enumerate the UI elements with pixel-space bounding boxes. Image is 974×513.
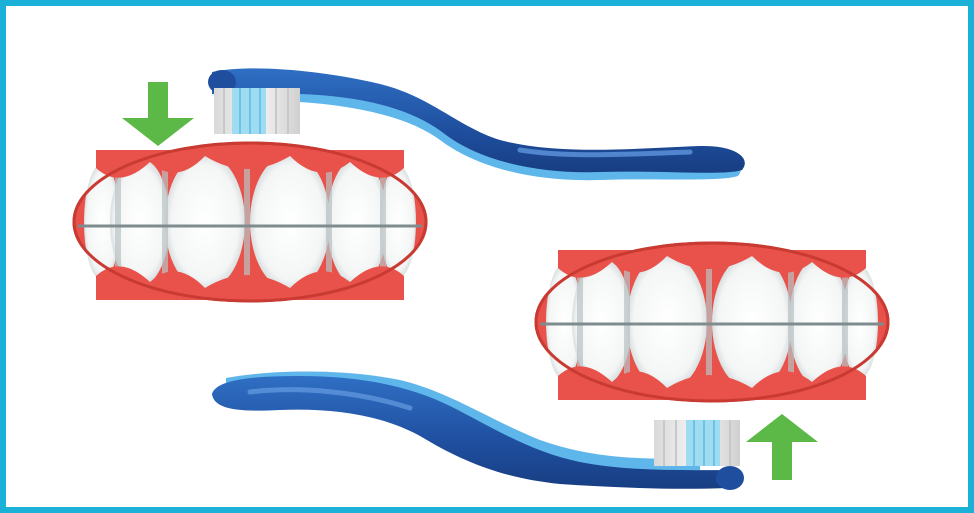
toothbrush-bottom-bristles [654, 420, 740, 466]
lower-teeth [546, 254, 878, 390]
arrow-up-icon [746, 414, 818, 480]
lower-mouth [536, 243, 888, 401]
upper-mouth [74, 143, 426, 301]
arrow-down-icon [122, 82, 194, 146]
upper-teeth [84, 154, 416, 290]
toothbrush-top-bristles [214, 88, 300, 134]
